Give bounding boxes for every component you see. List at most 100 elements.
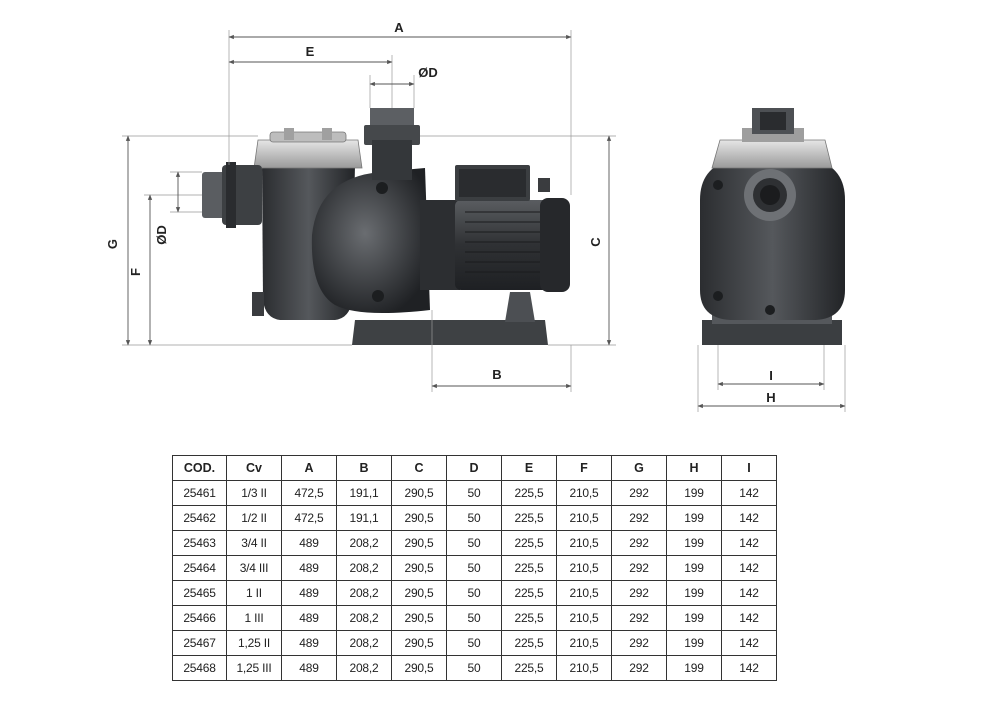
table-cell: 225,5 (501, 530, 557, 556)
table-cell: 25468 (172, 655, 227, 681)
table-cell: 210,5 (556, 505, 612, 531)
table-cell: 142 (721, 530, 777, 556)
pump-technical-drawing: A E ØD C G F ØD B I H (105, 20, 846, 412)
dim-label-d-side: ØD (154, 225, 169, 245)
table-cell: 210,5 (556, 480, 612, 506)
table-cell: 290,5 (391, 630, 447, 656)
table-cell: 50 (446, 655, 502, 681)
table-cell: 292 (611, 505, 667, 531)
table-cell: 489 (281, 555, 337, 581)
table-cell: 210,5 (556, 605, 612, 631)
table-cell: 142 (721, 605, 777, 631)
table-cell: 1 III (226, 605, 282, 631)
column-header-10: I (721, 455, 777, 481)
dim-label-e: E (306, 44, 315, 59)
table-cell: 292 (611, 630, 667, 656)
column-header-2: A (281, 455, 337, 481)
table-cell: 290,5 (391, 580, 447, 606)
table-cell: 208,2 (336, 630, 392, 656)
table-cell: 199 (666, 655, 722, 681)
table-cell: 290,5 (391, 530, 447, 556)
table-cell: 1 II (226, 580, 282, 606)
column-header-4: C (391, 455, 447, 481)
table-cell: 142 (721, 555, 777, 581)
dim-label-h: H (766, 390, 775, 405)
table-cell: 208,2 (336, 555, 392, 581)
table-cell: 292 (611, 555, 667, 581)
table-cell: 208,2 (336, 605, 392, 631)
table-cell: 489 (281, 655, 337, 681)
table-cell: 142 (721, 580, 777, 606)
table-cell: 142 (721, 480, 777, 506)
table-cell: 1/3 II (226, 480, 282, 506)
table-cell: 199 (666, 580, 722, 606)
strainer-lid (253, 139, 363, 169)
table-cell: 210,5 (556, 580, 612, 606)
table-cell: 210,5 (556, 655, 612, 681)
table-cell: 1,25 II (226, 630, 282, 656)
table-cell: 489 (281, 605, 337, 631)
column-header-9: H (666, 455, 722, 481)
dim-label-d-top: ØD (418, 65, 438, 80)
table-cell: 199 (666, 505, 722, 531)
table-cell: 199 (666, 530, 722, 556)
table-cell: 3/4 II (226, 530, 282, 556)
table-cell: 50 (446, 580, 502, 606)
table-cell: 292 (611, 530, 667, 556)
table-cell: 225,5 (501, 580, 557, 606)
table-cell: 489 (281, 580, 337, 606)
table-cell: 292 (611, 605, 667, 631)
table-cell: 25462 (172, 505, 227, 531)
table-cell: 489 (281, 630, 337, 656)
table-cell: 489 (281, 530, 337, 556)
table-cell: 25463 (172, 530, 227, 556)
column-header-5: D (446, 455, 502, 481)
column-header-0: COD. (172, 455, 227, 481)
pump-side-view (202, 108, 570, 345)
table-cell: 208,2 (336, 655, 392, 681)
column-header-8: G (611, 455, 667, 481)
table-cell: 290,5 (391, 480, 447, 506)
table-cell: 208,2 (336, 530, 392, 556)
table-cell: 290,5 (391, 505, 447, 531)
table-cell: 25461 (172, 480, 227, 506)
table-cell: 50 (446, 505, 502, 531)
table-cell: 142 (721, 505, 777, 531)
table-cell: 3/4 III (226, 555, 282, 581)
table-cell: 225,5 (501, 555, 557, 581)
table-cell: 25465 (172, 580, 227, 606)
table-cell: 199 (666, 630, 722, 656)
table-cell: 50 (446, 480, 502, 506)
column-header-7: F (556, 455, 612, 481)
table-cell: 50 (446, 530, 502, 556)
table-cell: 25467 (172, 630, 227, 656)
volute (311, 168, 430, 314)
column-header-1: Cv (226, 455, 282, 481)
table-cell: 191,1 (336, 505, 392, 531)
table-cell: 472,5 (281, 505, 337, 531)
table-cell: 25464 (172, 555, 227, 581)
table-cell: 225,5 (501, 480, 557, 506)
table-cell: 472,5 (281, 480, 337, 506)
table-cell: 50 (446, 605, 502, 631)
table-cell: 225,5 (501, 605, 557, 631)
table-cell: 225,5 (501, 655, 557, 681)
table-cell: 142 (721, 630, 777, 656)
front-base (702, 320, 842, 345)
table-cell: 1,25 III (226, 655, 282, 681)
dim-label-g: G (105, 239, 120, 249)
table-cell: 290,5 (391, 555, 447, 581)
pump-front-view (700, 108, 845, 345)
dim-label-b: B (492, 367, 501, 382)
table-cell: 199 (666, 555, 722, 581)
dim-label-f: F (128, 268, 143, 276)
motor-flange (420, 200, 460, 290)
